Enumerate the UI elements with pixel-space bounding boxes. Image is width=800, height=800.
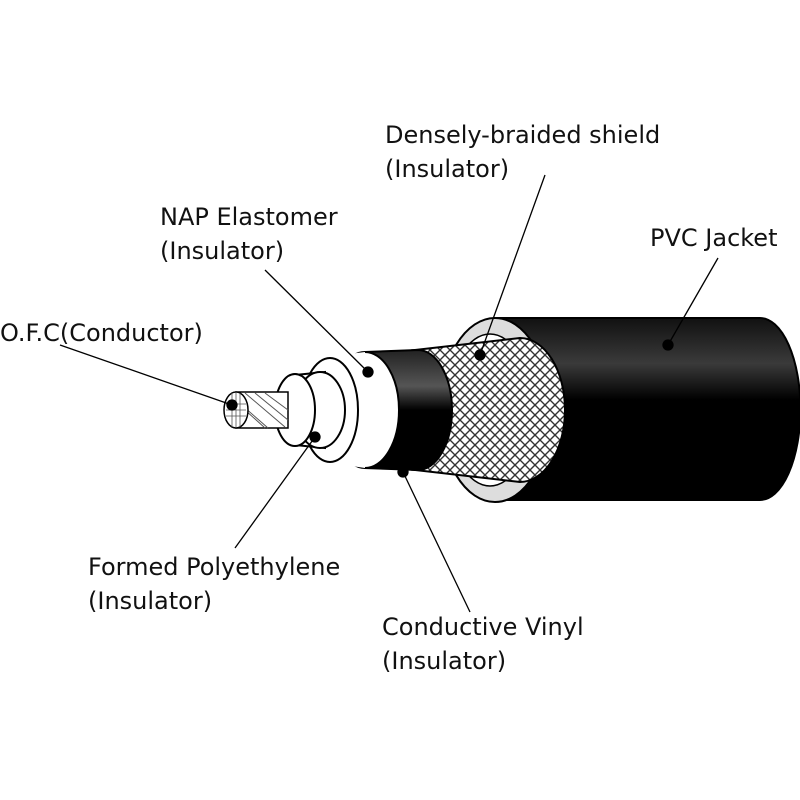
label-type: (Insulator): [385, 155, 510, 183]
label-formed-polyethylene: Formed Polyethylene (Insulator): [88, 550, 340, 618]
label-braided-shield: Densely-braided shield (Insulator): [385, 118, 660, 186]
label-name: NAP Elastomer: [160, 203, 338, 231]
label-type: (Insulator): [160, 237, 285, 265]
label-pvc-jacket: PVC Jacket: [650, 221, 777, 255]
label-name: O.F.C(Conductor): [0, 319, 203, 347]
label-type: (Insulator): [88, 587, 213, 615]
label-name: Formed Polyethylene: [88, 553, 341, 581]
label-name: Conductive Vinyl: [382, 613, 584, 641]
label-nap-elastomer: NAP Elastomer (Insulator): [160, 200, 338, 268]
label-name: PVC Jacket: [650, 224, 778, 252]
label-type: (Insulator): [382, 647, 507, 675]
label-conductor: O.F.C(Conductor): [0, 316, 203, 350]
label-name: Densely-braided shield: [385, 121, 661, 149]
leader-lines: [59, 174, 719, 613]
label-conductive-vinyl: Conductive Vinyl (Insulator): [382, 610, 584, 678]
